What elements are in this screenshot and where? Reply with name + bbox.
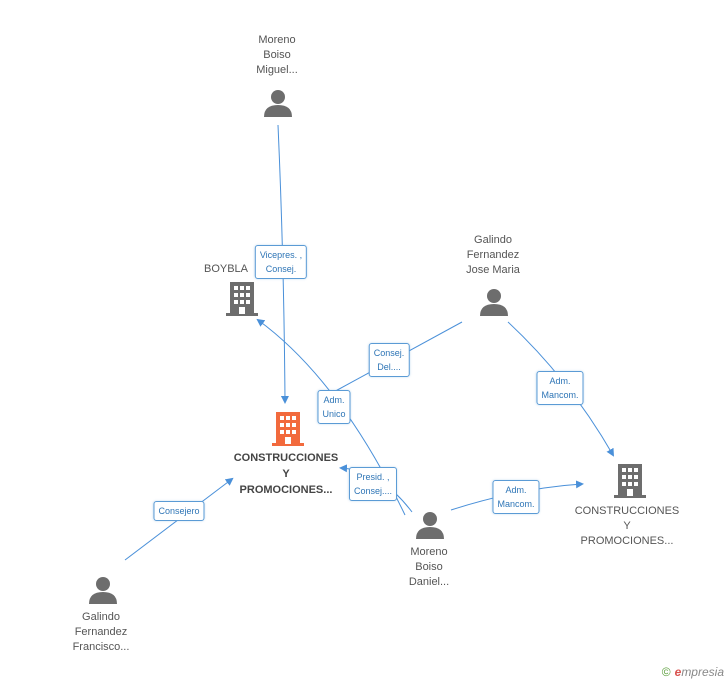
edge-label-adm-mancom-bottom[interactable]: Adm. Mancom.	[492, 480, 540, 514]
person-icon[interactable]	[479, 287, 509, 317]
empresia-logo: ©empresia	[661, 665, 724, 679]
node-label-moreno-daniel[interactable]: Moreno Boiso Daniel...	[408, 546, 450, 588]
building-icon[interactable]	[226, 282, 258, 316]
person-icon[interactable]	[88, 575, 118, 605]
edge-label-vicepres[interactable]: Vicepres. , Consej.	[254, 245, 308, 279]
edge-label-presid[interactable]: Presid. , Consej....	[348, 467, 398, 501]
building-icon[interactable]	[272, 412, 304, 446]
person-icon[interactable]	[263, 88, 293, 118]
building-icon[interactable]	[614, 464, 646, 498]
copyright-icon: ©	[661, 665, 671, 679]
node-label-construcciones-main[interactable]: CONSTRUCCIONES Y PROMOCIONES...	[233, 452, 339, 496]
node-label-galindo-francisco[interactable]: Galindo Fernandez Francisco...	[72, 611, 130, 653]
node-label-construcciones-right[interactable]: CONSTRUCCIONES Y PROMOCIONES...	[574, 505, 680, 547]
node-label-boybla[interactable]: BOYBLA	[203, 263, 249, 275]
edge-label-consejero[interactable]: Consejero	[153, 501, 205, 521]
edge-label-adm-mancom-top[interactable]: Adm. Mancom.	[536, 371, 584, 405]
edge-label-adm-unico[interactable]: Adm. Unico	[317, 390, 351, 424]
node-label-galindo-jose[interactable]: Galindo Fernandez Jose Maria	[466, 234, 520, 276]
person-icon[interactable]	[415, 510, 445, 540]
edge-label-consej-del[interactable]: Consej. Del....	[368, 343, 410, 377]
node-label-moreno-miguel[interactable]: Moreno Boiso Miguel...	[256, 34, 298, 76]
